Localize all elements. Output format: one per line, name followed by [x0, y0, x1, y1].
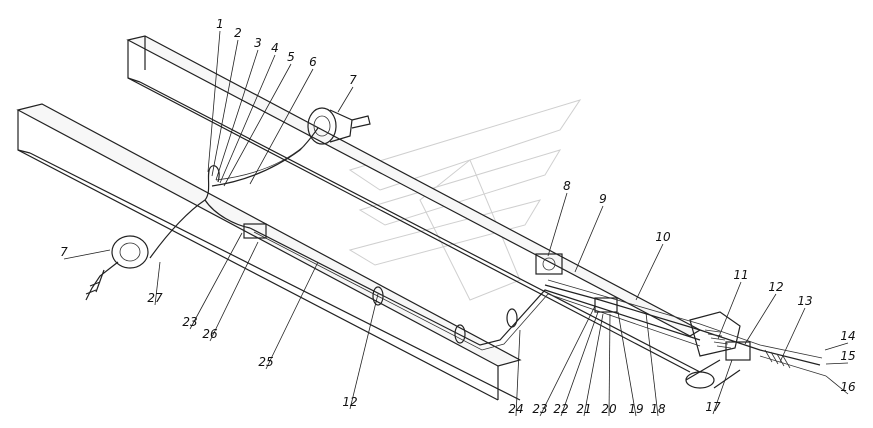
callout-leader-c20 — [608, 313, 611, 417]
callout-label-c7a: 7 — [349, 73, 357, 87]
callout-label-c6: 6 — [309, 55, 317, 69]
callout-label-c2: 2 — [234, 26, 242, 40]
callout-label-c19: 19 — [628, 402, 643, 416]
callout-leader-c23b — [189, 232, 243, 330]
callout-leader-c26 — [209, 241, 259, 342]
lower-frame-rail — [16, 103, 522, 401]
callout-leader-c12a — [744, 293, 777, 345]
callout-leader-c18 — [645, 312, 659, 417]
callout-label-c23a: 23 — [532, 402, 547, 416]
callout-leader-c24 — [515, 329, 521, 417]
callout-label-c5: 5 — [287, 50, 295, 64]
callout-leader-c11 — [717, 281, 742, 340]
callout-label-c26: 26 — [202, 327, 218, 341]
brake-pipes — [249, 227, 827, 377]
callout-leader-c22 — [560, 311, 599, 417]
callout-label-c8: 8 — [563, 179, 571, 193]
callout-label-c12b: 12 — [342, 395, 357, 409]
callout-leader-c7a — [337, 86, 354, 113]
callout-label-c4: 4 — [271, 41, 279, 55]
callout-leader-c5 — [223, 63, 292, 187]
pipe-clamps — [372, 286, 518, 344]
callout-label-c17: 17 — [705, 400, 721, 414]
brake-chamber-lower — [85, 235, 149, 301]
callout-leader-c14 — [824, 342, 849, 351]
callout-leader-c12b — [349, 293, 379, 410]
watermark-logo — [348, 99, 582, 301]
callout-leader-c9 — [574, 205, 604, 273]
callout-leader-c15 — [825, 362, 849, 365]
callout-label-c13: 13 — [797, 294, 812, 308]
callout-leader-c1 — [207, 30, 221, 173]
callout-label-c12a: 12 — [768, 280, 783, 294]
upper-frame-rail — [126, 35, 702, 373]
callout-label-c27: 27 — [147, 291, 163, 305]
callout-leader-c27 — [154, 261, 161, 306]
callout-leader-c16 — [825, 375, 849, 395]
callout-label-c21: 21 — [576, 402, 591, 416]
fitting-blocks — [243, 223, 751, 361]
callout-leader-c13 — [779, 307, 806, 363]
callout-leader-c6 — [249, 68, 314, 185]
callout-label-c3: 3 — [254, 36, 262, 50]
callout-leader-c10 — [635, 243, 664, 301]
callout-leader-c25 — [265, 261, 319, 370]
callout-label-c24: 24 — [508, 402, 523, 416]
callout-leader-c7b — [63, 249, 111, 260]
callout-leader-c23a — [539, 305, 596, 417]
callout-label-c11: 11 — [733, 268, 748, 282]
callout-leader-c19 — [617, 311, 637, 417]
callout-label-c20: 20 — [601, 402, 617, 416]
callout-label-c9: 9 — [599, 192, 607, 206]
callout-label-c10: 10 — [655, 230, 671, 244]
hose-lines — [149, 127, 319, 259]
callout-label-c23b: 23 — [182, 315, 197, 329]
callout-leader-c8 — [547, 192, 568, 257]
callout-label-c14: 14 — [840, 329, 855, 343]
brake-chamber-upper — [307, 107, 371, 145]
callout-leader-c4 — [219, 54, 276, 184]
callout-label-c7b: 7 — [60, 245, 68, 259]
callout-label-c25: 25 — [258, 355, 273, 369]
callout-leader-c3 — [215, 49, 259, 181]
callout-label-c1: 1 — [216, 17, 224, 31]
callout-label-c18: 18 — [650, 402, 666, 416]
callout-leader-c17 — [712, 359, 733, 415]
crossmember — [685, 311, 741, 389]
callout-label-c16: 16 — [840, 380, 856, 394]
callout-leader-c2 — [211, 39, 239, 177]
callout-label-c22: 22 — [553, 402, 568, 416]
callout-label-c15: 15 — [840, 349, 855, 363]
callout-leader-c21 — [583, 313, 604, 417]
